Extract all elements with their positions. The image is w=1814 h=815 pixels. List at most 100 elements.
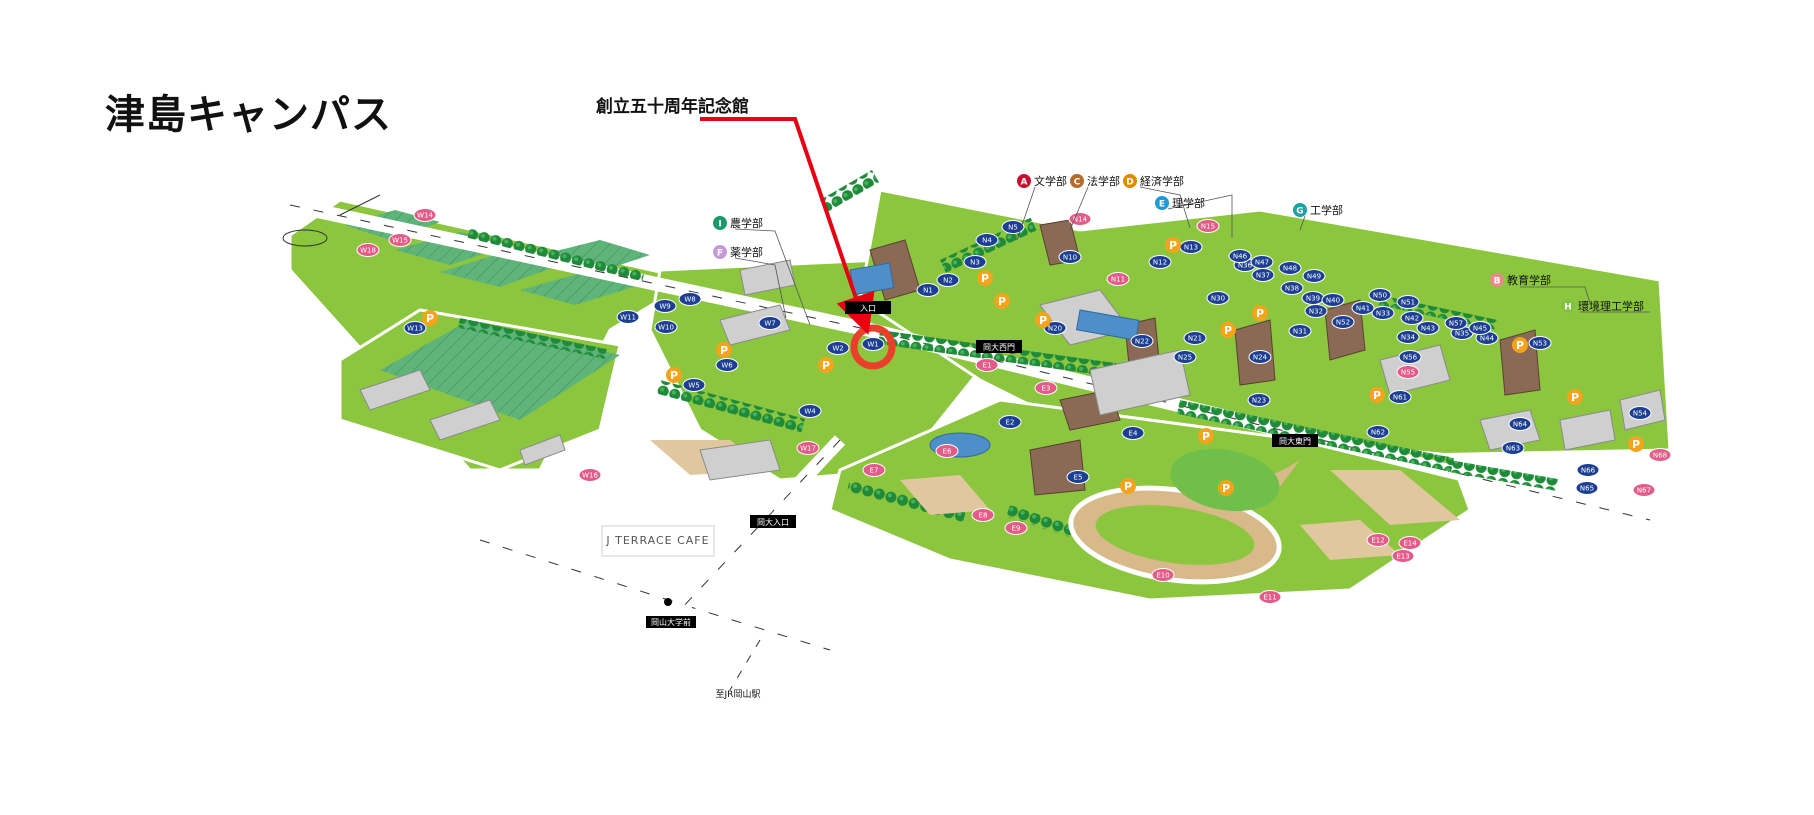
building-badge-n4[interactable]: N4 — [975, 233, 999, 247]
building-badge-w5[interactable]: W5 — [682, 378, 706, 392]
building-badge-n64[interactable]: N64 — [1508, 417, 1532, 431]
building-badge-n22[interactable]: N22 — [1130, 334, 1154, 348]
building-badge-n11[interactable]: N11 — [1106, 272, 1130, 286]
building-badge-label: N39 — [1306, 295, 1320, 303]
building-badge-w16[interactable]: W16 — [578, 468, 602, 482]
building-badge-n55[interactable]: N55 — [1396, 365, 1420, 379]
building-badge-w11[interactable]: W11 — [616, 310, 640, 324]
building-badge-label: N20 — [1048, 325, 1062, 333]
building-badge-e11[interactable]: E11 — [1258, 590, 1282, 604]
building-badge-e5[interactable]: E5 — [1066, 470, 1090, 484]
building-badge-w6[interactable]: W6 — [715, 358, 739, 372]
building-badge-label: W4 — [804, 408, 816, 416]
building-badge-n62[interactable]: N62 — [1366, 425, 1390, 439]
building-badge-n23[interactable]: N23 — [1247, 393, 1271, 407]
building-badge-n34[interactable]: N34 — [1396, 330, 1420, 344]
building-badge-label: W8 — [684, 296, 695, 304]
building-badge-label: W2 — [832, 345, 843, 353]
terrace-cafe[interactable]: J TERRACE CAFE — [601, 525, 715, 557]
building-badge-w7[interactable]: W7 — [758, 316, 782, 330]
building-badge-n68[interactable]: N68 — [1648, 448, 1672, 462]
building-badge-label: E11 — [1263, 594, 1276, 602]
building-badge-label: N15 — [1201, 223, 1215, 231]
building-badge-e9[interactable]: E9 — [1004, 521, 1028, 535]
building-badge-n61[interactable]: N61 — [1388, 390, 1412, 404]
building-badge-n10[interactable]: N10 — [1058, 250, 1082, 264]
building-badge-n33[interactable]: N33 — [1371, 306, 1395, 320]
building-badge-n48[interactable]: N48 — [1278, 261, 1302, 275]
building-badge-w8[interactable]: W8 — [678, 292, 702, 306]
building-badge-w4[interactable]: W4 — [798, 404, 822, 418]
parking-marker: P — [1198, 428, 1214, 444]
building-badge-n56[interactable]: N56 — [1398, 350, 1422, 364]
building-badge-n2[interactable]: N2 — [936, 273, 960, 287]
building-badge-n24[interactable]: N24 — [1248, 350, 1272, 364]
building-badge-e1[interactable]: E1 — [975, 358, 999, 372]
building-badge-e6[interactable]: E6 — [935, 444, 959, 458]
building-badge-w15[interactable]: W15 — [388, 233, 412, 247]
building-badge-e3[interactable]: E3 — [1034, 381, 1058, 395]
building-badge-n52[interactable]: N52 — [1331, 315, 1355, 329]
building-badge-n14[interactable]: N14 — [1068, 212, 1092, 226]
building-badge-n65[interactable]: N65 — [1575, 481, 1599, 495]
building-badge-w1[interactable]: W1 — [861, 337, 885, 351]
building-badge-n1[interactable]: N1 — [916, 283, 940, 297]
building-badge-n54[interactable]: N54 — [1628, 406, 1652, 420]
gate-east-label: 岡大東門 — [1279, 436, 1311, 446]
building-badge-w9[interactable]: W9 — [653, 299, 677, 313]
building-badge-w2[interactable]: W2 — [826, 341, 850, 355]
building-badge-w13[interactable]: W13 — [403, 321, 427, 335]
building-badge-n21[interactable]: N21 — [1183, 331, 1207, 345]
building-badge-label: E13 — [1396, 553, 1409, 561]
building-badge-n3[interactable]: N3 — [963, 255, 987, 269]
building-badge-e14[interactable]: E14 — [1398, 536, 1422, 550]
building-badge-e4[interactable]: E4 — [1121, 426, 1145, 440]
building-badge-n20[interactable]: N20 — [1043, 321, 1067, 335]
building-badge-n43[interactable]: N43 — [1416, 321, 1440, 335]
building-badge-n41[interactable]: N41 — [1351, 301, 1375, 315]
building-badge-n45[interactable]: N45 — [1468, 321, 1492, 335]
building-badge-n42[interactable]: N42 — [1400, 311, 1424, 325]
building-badge-n12[interactable]: N12 — [1148, 255, 1172, 269]
building-badge-e12[interactable]: E12 — [1366, 533, 1390, 547]
building-badge-e13[interactable]: E13 — [1391, 549, 1415, 563]
building-badge-n40[interactable]: N40 — [1321, 293, 1345, 307]
building-badge-n13[interactable]: N13 — [1179, 240, 1203, 254]
building-badge-n49[interactable]: N49 — [1302, 269, 1326, 283]
parking-marker: P — [1369, 387, 1385, 403]
building-badge-n32[interactable]: N32 — [1304, 304, 1328, 318]
building-badge-e2[interactable]: E2 — [998, 415, 1022, 429]
building-badge-e7[interactable]: E7 — [862, 463, 886, 477]
building-badge-w14[interactable]: W14 — [413, 208, 437, 222]
building-badge-n50[interactable]: N50 — [1368, 288, 1392, 302]
parking-marker: P — [818, 357, 834, 373]
building-badge-n46[interactable]: N46 — [1228, 249, 1252, 263]
building-badge-n63[interactable]: N63 — [1501, 441, 1525, 455]
building-badge-w10[interactable]: W10 — [654, 320, 678, 334]
building-badge-n66[interactable]: N66 — [1576, 463, 1600, 477]
faculty-letter: B — [1494, 277, 1501, 287]
building-badge-n30[interactable]: N30 — [1206, 291, 1230, 305]
building-badge-n15[interactable]: N15 — [1196, 219, 1220, 233]
building-badge-n37[interactable]: N37 — [1251, 268, 1275, 282]
building-badge-label: W6 — [721, 362, 733, 370]
building-badge-n47[interactable]: N47 — [1250, 255, 1274, 269]
building-badge-n5[interactable]: N5 — [1001, 220, 1025, 234]
building-badge-e10[interactable]: E10 — [1151, 568, 1175, 582]
building-badge-n57[interactable]: N57 — [1444, 316, 1468, 330]
building-badge-label: W1 — [867, 341, 878, 349]
building-badge-e8[interactable]: E8 — [971, 508, 995, 522]
building-badge-n51[interactable]: N51 — [1396, 295, 1420, 309]
building-badge-label: N47 — [1255, 259, 1269, 267]
building-badge-w17[interactable]: W17 — [796, 441, 820, 455]
building-badge-n67[interactable]: N67 — [1632, 483, 1656, 497]
building-badge-n53[interactable]: N53 — [1528, 336, 1552, 350]
building-badge-w18[interactable]: W18 — [356, 243, 380, 257]
building-badge-n31[interactable]: N31 — [1288, 324, 1312, 338]
parking-marker: P — [1120, 478, 1136, 494]
building-badge-label: N24 — [1253, 354, 1268, 362]
building-badge-n39[interactable]: N39 — [1301, 291, 1325, 305]
building-badge-n25[interactable]: N25 — [1173, 350, 1197, 364]
building-badge-n38[interactable]: N38 — [1280, 281, 1304, 295]
